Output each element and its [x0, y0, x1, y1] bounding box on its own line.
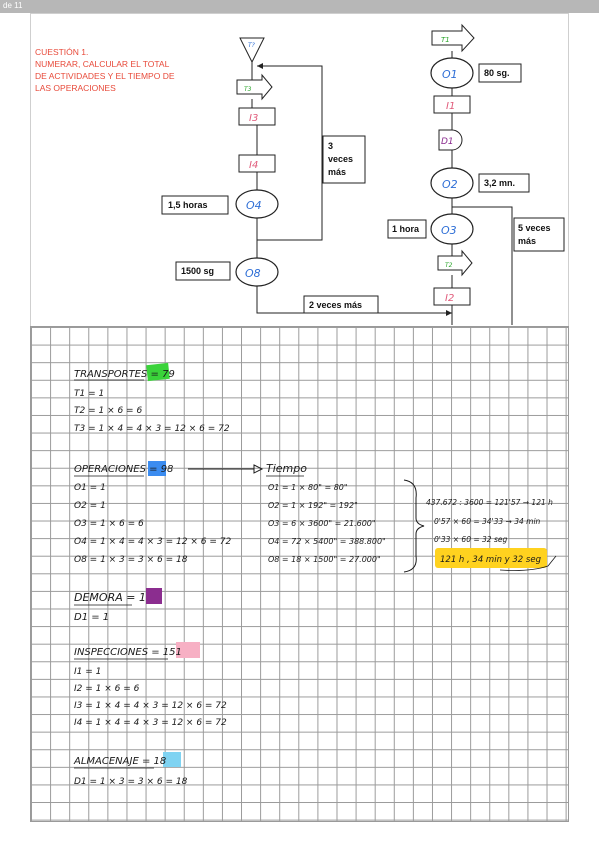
arrow-head-icon — [253, 464, 264, 474]
demora-line: D1 = 1 — [74, 612, 109, 623]
inspecciones-title: INSPECCIONES = 151 — [74, 647, 182, 658]
node-label: I4 — [249, 160, 258, 171]
transportes-title: TRANSPORTES = 79 — [74, 369, 175, 380]
transport-arrow-icon — [431, 23, 475, 53]
operaciones-line: O2 = 1 — [74, 501, 106, 511]
loop-label-left: más — [328, 167, 346, 177]
label-box — [478, 63, 522, 83]
loop-label-right: 5 veces — [518, 223, 551, 233]
node-label: I3 — [249, 113, 258, 124]
operaciones-line: O3 = 1 × 6 = 6 — [74, 519, 144, 529]
transportes-line: T3 = 1 × 4 = 4 × 3 = 12 × 6 = 72 — [74, 424, 230, 434]
operaciones-line: O4 = 1 × 4 = 4 × 3 = 12 × 6 = 72 — [74, 537, 231, 547]
loop-label-left: 3 — [328, 141, 333, 151]
inspecciones-line: I4 = 1 × 4 = 4 × 3 = 12 × 6 = 72 — [74, 718, 227, 728]
question-line: NUMERAR, CALCULAR EL TOTAL — [35, 59, 170, 69]
storage-triangle-icon — [239, 37, 265, 64]
page-header-bar: de 11 — [0, 0, 599, 13]
transport-arrow-icon — [437, 249, 473, 277]
page-number: de 11 — [3, 1, 23, 10]
link-line-bottom — [256, 286, 452, 314]
operaciones-title: OPERACIONES = 98 — [74, 464, 173, 475]
loop-line-right — [452, 206, 513, 325]
node-label: I1 — [446, 101, 455, 112]
tiempo-line: O2 = 1 × 192" = 192" — [268, 501, 358, 510]
node-label: O3 — [441, 224, 457, 237]
question-line: LAS OPERACIONES — [35, 83, 116, 93]
node-label: O8 — [245, 267, 261, 280]
inspecciones-line: I3 = 1 × 4 = 4 × 3 = 12 × 6 = 72 — [74, 701, 227, 711]
calc-line: 0'57 × 60 = 34'33 → 34 min — [434, 517, 541, 526]
tiempo-line: O1 = 1 × 80" = 80" — [268, 483, 348, 492]
node-label: T? — [248, 42, 256, 49]
inspecciones-line: I1 = 1 — [74, 667, 101, 677]
node-label: T3 — [244, 86, 252, 93]
tiempo-label: Tiempo — [266, 462, 307, 475]
almacenaje-line: D1 = 1 × 3 = 3 × 6 = 18 — [74, 777, 188, 787]
o4-time-label: 1,5 horas — [168, 200, 208, 210]
node-label: O1 — [442, 68, 458, 81]
result-highlight — [435, 548, 547, 568]
question-text: CUESTIÓN 1. NUMERAR, CALCULAR EL TOTAL D… — [35, 46, 195, 94]
delay-d-icon — [438, 129, 463, 151]
transport-arrow-icon — [236, 73, 273, 101]
loop-label-right: más — [518, 236, 536, 246]
node-label: T2 — [445, 262, 453, 269]
node-label: T1 — [441, 36, 450, 44]
label-box — [175, 261, 231, 281]
node-label: O2 — [442, 178, 458, 191]
almacenaje-title: ALMACENAJE = 18 — [73, 756, 166, 767]
label-box — [161, 195, 229, 215]
result-text: 121 h , 34 min y 32 seg — [440, 555, 542, 565]
loop-line-left — [257, 65, 323, 241]
transportes-line: T1 = 1 — [74, 389, 104, 399]
label-box — [513, 217, 565, 252]
node-label: O4 — [246, 199, 262, 212]
grid-paper — [30, 326, 569, 822]
calc-line: 0'33 × 60 = 32 seg — [434, 535, 507, 544]
o8-time-label: 1500 sg — [181, 266, 214, 276]
operaciones-line: O8 = 1 × 3 = 3 × 6 = 18 — [74, 555, 188, 565]
label-box — [322, 135, 366, 184]
o1-time-label: 80 sg. — [484, 68, 510, 78]
transportes-line: T2 = 1 × 6 = 6 — [74, 406, 142, 416]
tiempo-line: O4 = 72 × 5400" = 388.800" — [268, 537, 386, 546]
calc-line: 437.672 : 3600 = 121'57 → 121 h — [426, 498, 553, 507]
loop-label-left: veces — [328, 154, 353, 164]
bottom-link-label: 2 veces más — [309, 300, 362, 310]
tiempo-line: O8 = 18 × 1500" = 27.000" — [268, 555, 381, 564]
inspecciones-line: I2 = 1 × 6 = 6 — [74, 684, 140, 694]
label-box — [387, 219, 427, 239]
o3-time-label: 1 hora — [392, 224, 420, 234]
node-label: I2 — [445, 293, 454, 304]
node-label: D1 — [441, 137, 454, 147]
label-box — [303, 295, 379, 314]
label-box — [478, 173, 530, 193]
operaciones-line: O1 = 1 — [74, 483, 106, 493]
demora-title: DEMORA = 1 — [74, 591, 146, 604]
question-line: DE ACTIVIDADES Y EL TIEMPO DE — [35, 71, 175, 81]
tiempo-line: O3 = 6 × 3600" = 21.600" — [268, 519, 376, 528]
o2-time-label: 3,2 mn. — [484, 178, 515, 188]
brace-icon — [403, 479, 425, 573]
question-line: CUESTIÓN 1. — [35, 47, 89, 57]
